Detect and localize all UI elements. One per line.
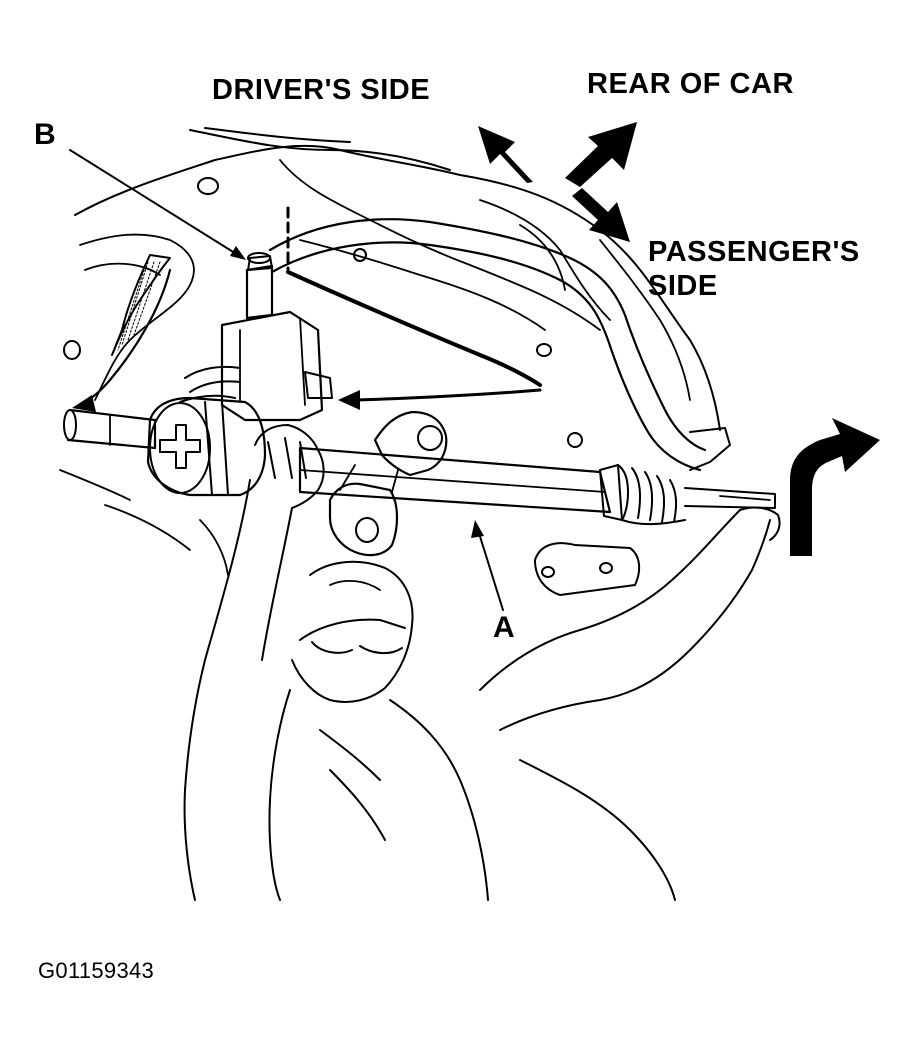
arrow-rear-of-car-icon	[565, 122, 637, 187]
drivers-side-label: DRIVER'S SIDE	[212, 74, 431, 106]
curved-arrow-icon	[790, 418, 880, 556]
mechanic-figure	[183, 424, 781, 901]
figure-code: G01159343	[38, 958, 155, 983]
passengers-side-label-line2: SIDE	[648, 270, 718, 302]
rear-of-car-label: REAR OF CAR	[587, 68, 794, 100]
callout-b-label: B	[34, 118, 57, 151]
leader-line-b	[69, 149, 246, 260]
direction-arrows	[478, 122, 637, 242]
removal-path	[72, 206, 542, 412]
passengers-side-label-line1: PASSENGER'S	[648, 236, 860, 268]
leader-line-a	[471, 520, 504, 611]
arrow-drivers-side-icon	[478, 126, 533, 183]
chassis-linework	[59, 127, 731, 596]
callout-a-label: A	[493, 611, 516, 644]
steering-gearbox	[63, 252, 776, 557]
arrow-passengers-side-icon	[572, 188, 630, 242]
